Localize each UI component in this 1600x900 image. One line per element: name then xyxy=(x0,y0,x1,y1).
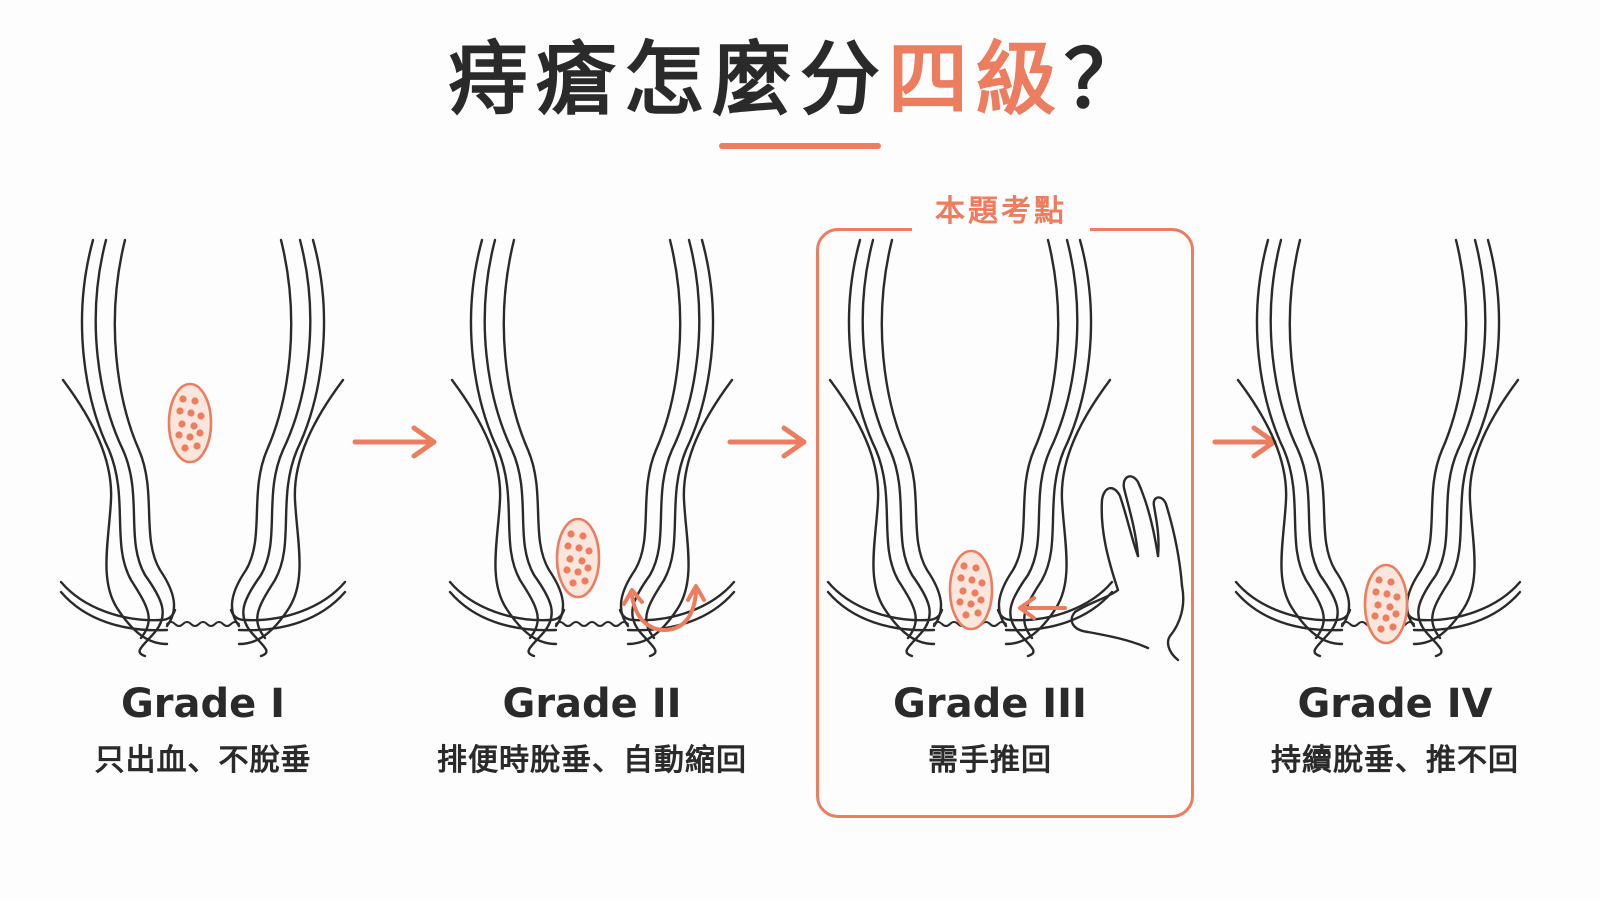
title-suffix: ？ xyxy=(1064,33,1152,126)
hemorrhoid-prolapsed xyxy=(1363,563,1409,645)
diagram-grade-2 xyxy=(448,238,736,658)
title-underline xyxy=(719,143,881,149)
grade-3-caption: Grade III 需手推回 xyxy=(790,680,1190,780)
retract-arrow-icon xyxy=(630,590,698,633)
title-main: 痔瘡怎麼分 xyxy=(448,33,888,126)
progress-arrow-1 xyxy=(352,425,437,459)
exam-focus-label: 本題考點 xyxy=(912,192,1090,232)
hemorrhoid-prolapsed xyxy=(948,549,994,631)
grade-4-desc: 持續脫垂、推不回 xyxy=(1271,743,1519,778)
grade-4-name: Grade IV xyxy=(1297,681,1493,727)
diagram-grade-3 xyxy=(826,238,1185,662)
grade-4-caption: Grade IV 持續脫垂、推不回 xyxy=(1195,680,1595,780)
grade-3-desc: 需手推回 xyxy=(928,743,1052,778)
grade-2-desc: 排便時脫垂、自動縮回 xyxy=(437,743,747,778)
grade-1-name: Grade I xyxy=(120,681,286,727)
page-title: 痔瘡怎麼分四級？ xyxy=(0,30,1600,130)
grade-2-name: Grade II xyxy=(502,681,682,727)
title-accent: 四級 xyxy=(888,33,1064,126)
grade-1-desc: 只出血、不脫垂 xyxy=(94,743,312,778)
progress-arrow-2 xyxy=(727,425,807,459)
hemorrhoid-prolapsed xyxy=(555,517,601,599)
push-arrow-icon xyxy=(1018,596,1067,620)
grade-2-caption: Grade II 排便時脫垂、自動縮回 xyxy=(392,680,792,780)
diagram-grade-1 xyxy=(59,238,347,658)
hand-icon xyxy=(1070,475,1185,662)
grade-1-caption: Grade I 只出血、不脫垂 xyxy=(3,680,403,780)
grade-3-name: Grade III xyxy=(893,681,1087,727)
diagram-grade-4 xyxy=(1234,238,1522,658)
progress-arrow-3 xyxy=(1212,425,1277,459)
hemorrhoid-internal xyxy=(167,382,213,464)
